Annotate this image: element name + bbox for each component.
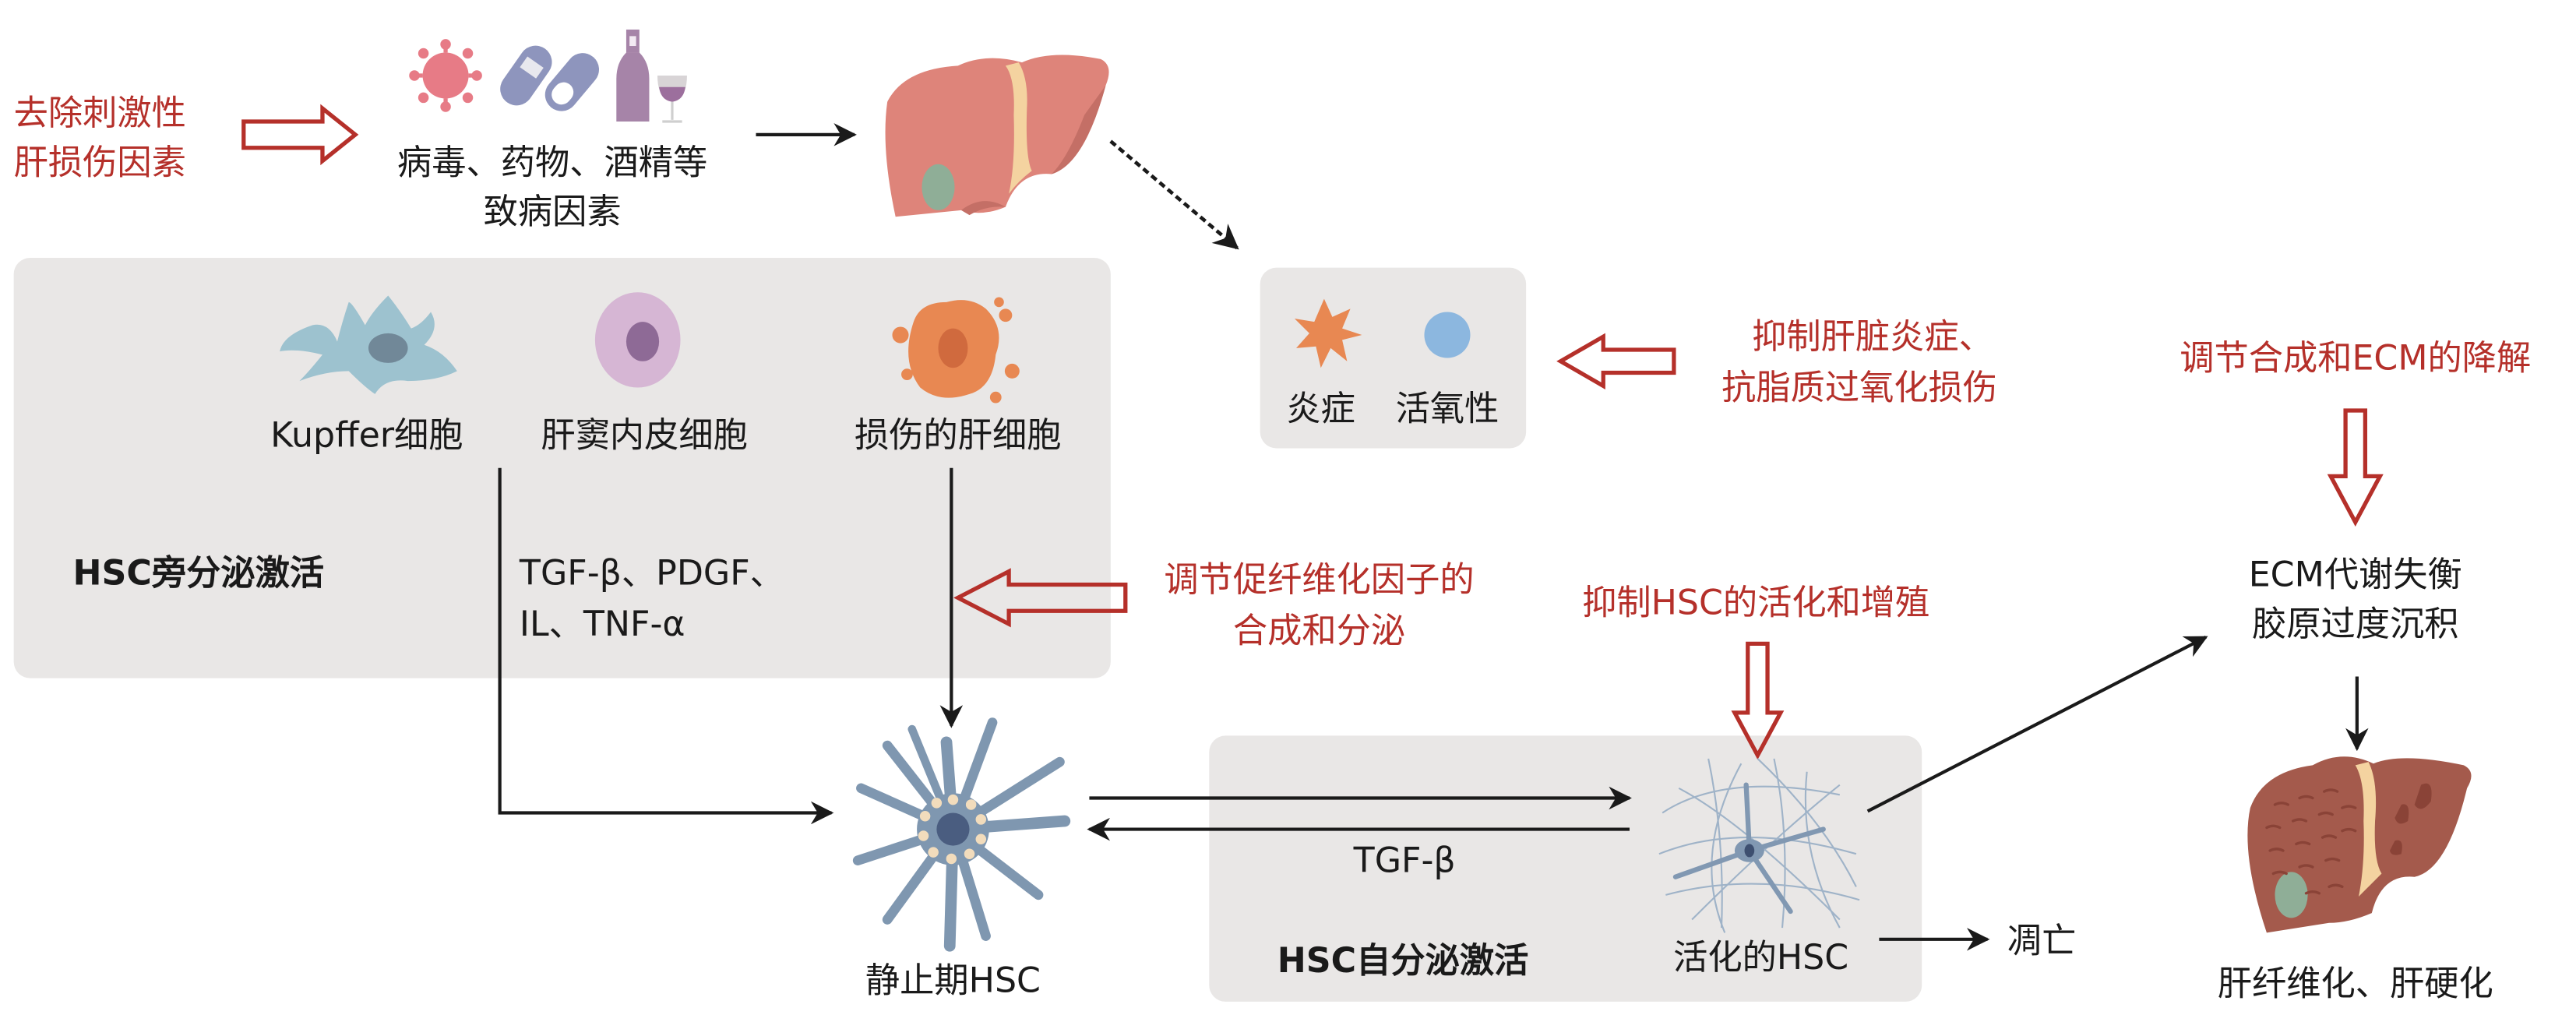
pathogens-label-line2: 致病因素 bbox=[484, 192, 622, 232]
hsc-activation-intervention: 抑制HSC的活化和增殖 bbox=[1582, 583, 1929, 622]
autocrine-panel-title: HSC自分泌激活 bbox=[1277, 941, 1529, 981]
remove-factors-intervention: 去除刺激性 肝损伤因素 bbox=[14, 93, 186, 182]
fibrosis-outcome-label: 肝纤维化、肝硬化 bbox=[2218, 964, 2493, 1003]
ecm-intervention: 调节合成和ECM的降解 bbox=[2180, 338, 2531, 378]
arrow-kupffer-to-hsc bbox=[498, 467, 834, 825]
intervention-remove-line1: 去除刺激性 bbox=[14, 93, 186, 133]
inflammation-intervention-line1: 抑制肝脏炎症、 bbox=[1752, 317, 1993, 357]
quiescent-hsc-label: 静止期HSC bbox=[865, 960, 1041, 1000]
lipid-droplets bbox=[918, 794, 987, 865]
ros-label: 活氧性 bbox=[1396, 389, 1499, 429]
ros-circle-icon bbox=[1424, 312, 1471, 358]
factors-intervention-line1: 调节促纤维化因子的 bbox=[1164, 560, 1474, 600]
intervention-remove-line2: 肝损伤因素 bbox=[14, 143, 186, 182]
ecm-imbalance-line1: ECM代谢失衡 bbox=[2249, 555, 2462, 595]
ecm-imbalance-line2: 胶原过度沉积 bbox=[2252, 604, 2459, 644]
paracrine-panel bbox=[13, 257, 1111, 678]
red-hollow-arrow-left-inflammation bbox=[1556, 333, 1676, 389]
tgf-beta-label: TGF-β bbox=[1353, 841, 1456, 880]
factors-intervention-line2: 合成和分泌 bbox=[1233, 611, 1405, 650]
apoptosis-label: 凋亡 bbox=[2007, 922, 2077, 961]
red-hollow-arrow-right bbox=[241, 104, 359, 166]
damaged-hepatocyte-icon bbox=[892, 297, 1020, 404]
endothelial-cell-label: 肝窦内皮细胞 bbox=[541, 415, 748, 455]
dashed-arrow-to-inflammation bbox=[1109, 139, 1239, 250]
pill-icon bbox=[500, 45, 600, 111]
wine-icon bbox=[616, 29, 687, 123]
inflammation-star-icon bbox=[1294, 298, 1362, 368]
arrow-to-ecm bbox=[1866, 636, 2208, 813]
red-hollow-arrow-down-hsc bbox=[1731, 641, 1785, 760]
red-hollow-arrow-left-factors bbox=[953, 568, 1128, 628]
healthy-liver-icon bbox=[885, 55, 1109, 217]
paracrine-panel-title: HSC旁分泌激活 bbox=[73, 553, 325, 593]
endothelial-cell-icon bbox=[594, 292, 681, 388]
activated-hsc-label: 活化的HSC bbox=[1673, 938, 1848, 978]
red-hollow-arrow-down-ecm bbox=[2327, 408, 2384, 527]
damaged-hepatocyte-label: 损伤的肝细胞 bbox=[855, 415, 1062, 455]
inflammation-label: 炎症 bbox=[1286, 389, 1355, 429]
quiescent-hsc-nucleus bbox=[936, 812, 970, 846]
virus-icon bbox=[409, 39, 482, 112]
inflammation-intervention-line2: 抗脂质过氧化损伤 bbox=[1721, 368, 1997, 407]
fibrotic-liver-icon bbox=[2247, 756, 2472, 933]
pathogens-label-line1: 病毒、药物、酒精等 bbox=[397, 143, 707, 182]
factors-line2: IL、TNF-α bbox=[520, 604, 685, 644]
kupffer-cell-icon bbox=[280, 295, 457, 394]
activated-hsc-nucleus bbox=[1744, 844, 1755, 858]
kupffer-cell-label: Kupffer细胞 bbox=[270, 415, 463, 455]
autocrine-panel bbox=[1209, 735, 1922, 1002]
factors-line1: TGF-β、PDGF、 bbox=[519, 553, 784, 593]
